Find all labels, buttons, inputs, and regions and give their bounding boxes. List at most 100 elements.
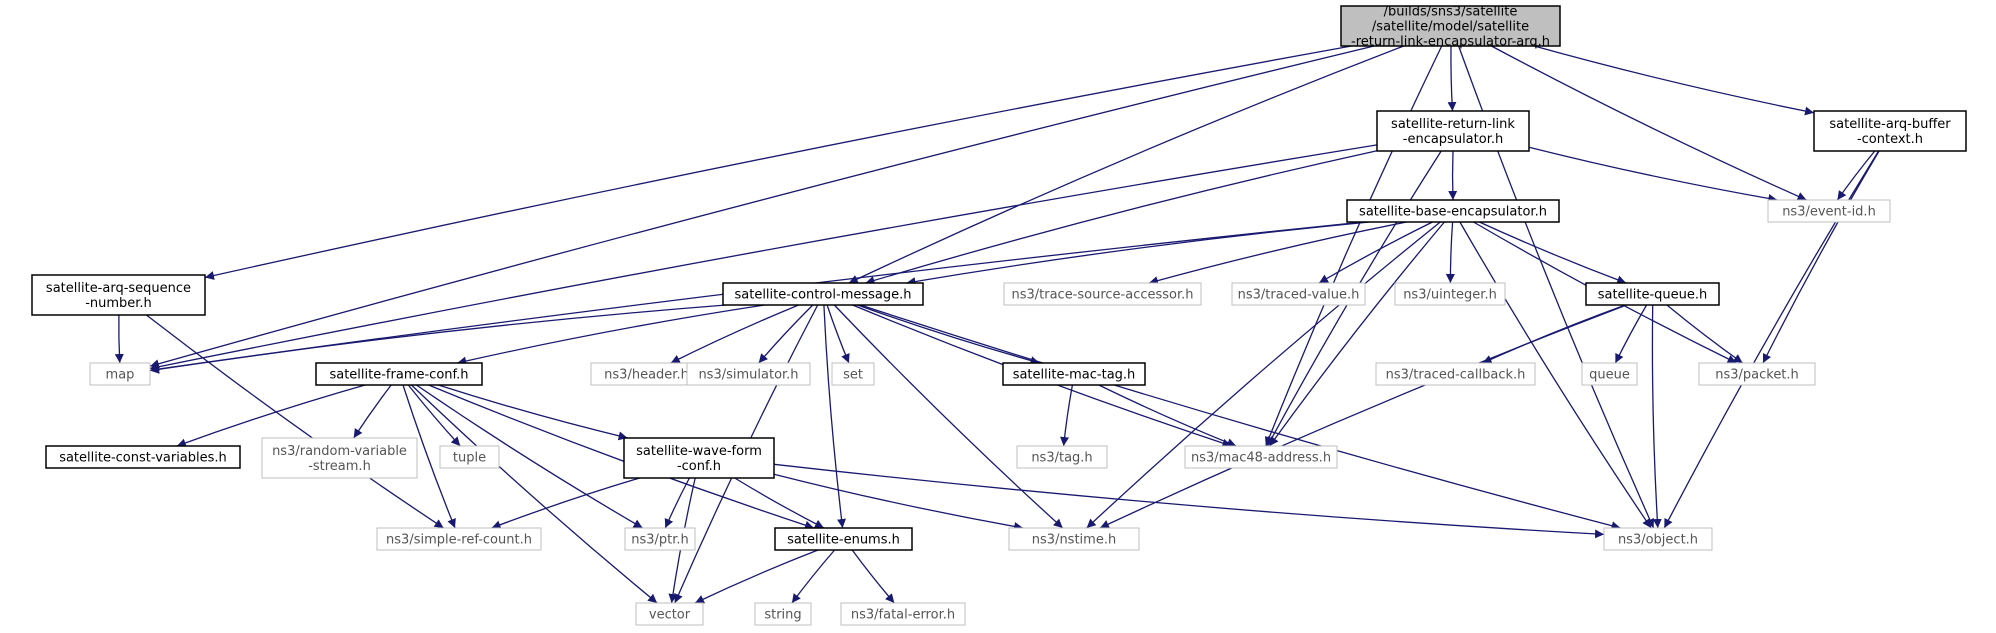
node-map: map — [89, 362, 151, 386]
node-eventid: ns3/event-id.h — [1767, 199, 1891, 223]
edge-mactag-to-mac48 — [1098, 384, 1237, 447]
edge-ctrl-to-map — [149, 304, 727, 374]
node-rle[interactable]: satellite-return-link-encapsulator.h — [1376, 110, 1530, 152]
node-box — [1231, 282, 1366, 306]
node-box — [315, 362, 483, 386]
node-label-line: ns3/nstime.h — [1032, 533, 1116, 548]
node-label-line: string — [764, 608, 801, 623]
node-ptr: ns3/ptr.h — [624, 527, 696, 551]
node-queue[interactable]: satellite-queue.h — [1585, 282, 1720, 306]
node-box — [1016, 445, 1108, 469]
edge-root-to-arqseq — [204, 45, 1352, 280]
node-box — [1813, 110, 1967, 152]
node-label-line: satellite-return-link — [1391, 117, 1515, 132]
edge-frameconf-to-wfconf — [438, 384, 628, 441]
edge-rle-to-map — [149, 144, 1378, 372]
node-box — [376, 527, 542, 551]
node-uinteger: ns3/uinteger.h — [1394, 282, 1506, 306]
edge-wfconf-to-ptr — [664, 477, 690, 529]
node-label-line: satellite-mac-tag.h — [1013, 368, 1136, 383]
edge-wfconf-to-object — [773, 463, 1605, 539]
edge-root-to-rle — [1447, 45, 1457, 112]
node-label-line: satellite-control-message.h — [734, 288, 911, 303]
edge-queue-to-object — [1651, 304, 1662, 529]
node-frameconf[interactable]: satellite-frame-conf.h — [315, 362, 483, 386]
node-label-line: ns3/tag.h — [1031, 451, 1092, 466]
node-label-line: satellite-queue.h — [1598, 288, 1708, 303]
node-base[interactable]: satellite-base-encapsulator.h — [1346, 199, 1560, 223]
node-box — [1340, 5, 1561, 47]
edge-ctrl-to-mactag — [857, 304, 1040, 365]
edge-arqseq-to-src — [146, 314, 444, 529]
node-label-line: ns3/header.h — [604, 368, 689, 383]
node-string: string — [754, 602, 812, 626]
node-root[interactable]: /builds/sns3/satellite/satellite/model/s… — [1340, 5, 1561, 50]
node-box — [439, 445, 500, 469]
node-label-line: ns3/fatal-error.h — [851, 608, 955, 623]
node-mac48: ns3/mac48-address.h — [1184, 445, 1338, 469]
node-box — [686, 362, 811, 386]
edge-base-to-tsa — [1148, 221, 1407, 285]
edge-arqseq-to-map — [114, 314, 124, 364]
node-box — [774, 527, 913, 551]
node-constvars[interactable]: satellite-const-variables.h — [45, 445, 241, 469]
node-tag: ns3/tag.h — [1016, 445, 1108, 469]
node-label-line: ns3/simulator.h — [698, 368, 798, 383]
node-label-line: ns3/traced-value.h — [1238, 288, 1360, 303]
node-label-line: ns3/ptr.h — [631, 533, 689, 548]
node-box — [1376, 110, 1530, 152]
node-label-line: ns3/simple-ref-count.h — [386, 533, 532, 548]
edge-ctrl-to-object — [860, 304, 1621, 531]
edge-queue-to-nstime — [1099, 304, 1627, 529]
node-box — [831, 362, 875, 386]
edge-queue-to-packet — [1666, 304, 1743, 364]
node-label-line: -encapsulator.h — [1403, 132, 1503, 147]
node-fatal: ns3/fatal-error.h — [840, 602, 966, 626]
node-box — [1603, 527, 1713, 551]
node-packet: ns3/packet.h — [1698, 362, 1816, 386]
edge-frameconf-to-ptr — [416, 384, 643, 529]
node-label-line: -return-link-encapsulator-arq.h — [1351, 35, 1550, 50]
node-box — [261, 437, 418, 479]
node-box — [840, 602, 966, 626]
node-box — [1002, 362, 1146, 386]
node-box — [1346, 199, 1560, 223]
node-box — [635, 602, 704, 626]
node-src: ns3/simple-ref-count.h — [376, 527, 542, 551]
node-box — [1184, 445, 1338, 469]
node-arqseq[interactable]: satellite-arq-sequence-number.h — [31, 274, 206, 316]
node-label-line: ns3/packet.h — [1715, 368, 1799, 383]
node-enums[interactable]: satellite-enums.h — [774, 527, 913, 551]
node-label-line: satellite-arq-sequence — [46, 281, 191, 296]
node-arqbuf[interactable]: satellite-arq-buffer-context.h — [1813, 110, 1967, 152]
node-box — [754, 602, 812, 626]
node-set: set — [831, 362, 875, 386]
edge-frameconf-to-enums — [428, 384, 815, 530]
edge-ctrl-to-header — [670, 304, 799, 364]
node-mactag[interactable]: satellite-mac-tag.h — [1002, 362, 1146, 386]
edge-base-to-uinteger — [1445, 221, 1455, 284]
node-label-line: ns3/uinteger.h — [1403, 288, 1497, 303]
node-ctrl[interactable]: satellite-control-message.h — [722, 282, 924, 306]
node-box — [1767, 199, 1891, 223]
node-tsa: ns3/trace-source-accessor.h — [1003, 282, 1202, 306]
node-label-line: /satellite/model/satellite — [1372, 20, 1529, 35]
edge-mactag-to-tag — [1060, 384, 1074, 447]
node-label-line: -number.h — [85, 296, 152, 311]
node-label-line: ns3/event-id.h — [1782, 205, 1876, 220]
edge-queue-to-queuestd — [1614, 304, 1648, 364]
node-label-line: satellite-enums.h — [787, 533, 900, 548]
node-box — [623, 437, 775, 479]
edge-rle-to-eventid — [1528, 146, 1778, 203]
node-layer: /builds/sns3/satellite/satellite/model/s… — [31, 5, 1967, 626]
edge-ctrl-to-enums — [823, 304, 846, 529]
edge-root-to-ctrl — [848, 45, 1404, 284]
node-header: ns3/header.h — [590, 362, 703, 386]
node-label-line: satellite-frame-conf.h — [329, 368, 468, 383]
node-wfconf[interactable]: satellite-wave-form-conf.h — [623, 437, 775, 479]
node-label-line: -context.h — [1857, 132, 1923, 147]
edge-base-to-tracedval — [1318, 221, 1433, 284]
node-box — [1003, 282, 1202, 306]
node-tracedval: ns3/traced-value.h — [1231, 282, 1366, 306]
